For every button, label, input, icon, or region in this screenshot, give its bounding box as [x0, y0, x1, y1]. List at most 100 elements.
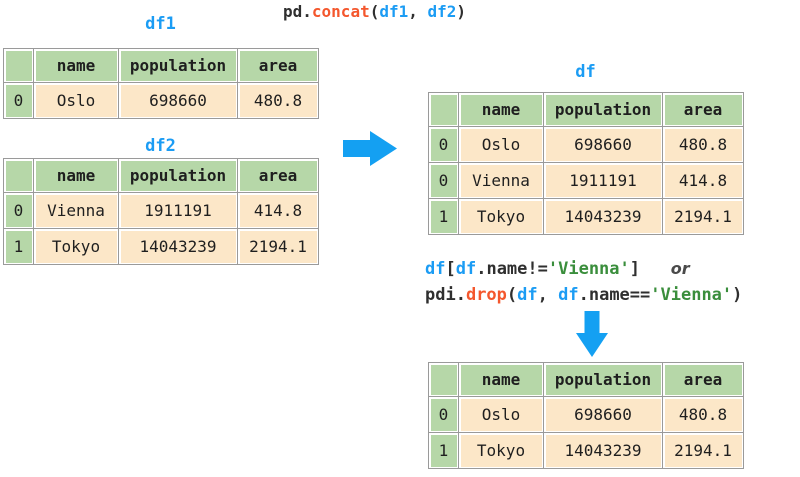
column-header: area: [662, 362, 744, 397]
value-cell: 1911191: [118, 192, 238, 229]
index-header: [3, 48, 34, 83]
index-header: [428, 92, 459, 127]
value-cell: Vienna: [33, 192, 119, 229]
code-token: [: [445, 259, 456, 279]
index-header: [428, 362, 459, 397]
code-token: df: [517, 285, 538, 305]
code-token: 'Vienna': [547, 259, 630, 279]
value-cell: Oslo: [33, 82, 119, 119]
value-cell: 14043239: [543, 432, 663, 469]
concat-right-arrow-icon: [343, 131, 397, 166]
code-token: df: [455, 259, 477, 279]
code-token: concat: [311, 2, 370, 21]
value-cell: 414.8: [237, 192, 319, 229]
drop-code-line2: pdi.drop(df, df.name=='Vienna'): [425, 282, 742, 308]
row-index-cell: 0: [428, 126, 459, 163]
column-header: name: [33, 48, 119, 83]
column-header: population: [543, 92, 663, 127]
code-token: .name==: [578, 285, 651, 305]
df1-label: df1: [145, 14, 176, 34]
row-index-cell: 1: [428, 432, 459, 469]
column-header: population: [118, 158, 238, 193]
or-label: or: [670, 259, 690, 278]
value-cell: 480.8: [662, 396, 744, 433]
row-index-cell: 0: [3, 82, 34, 119]
value-cell: 1911191: [543, 162, 663, 199]
code-token: ,: [408, 2, 428, 21]
row-index-cell: 0: [428, 396, 459, 433]
code-token: pd.: [283, 2, 312, 21]
df-label: df: [575, 62, 596, 82]
column-header: population: [543, 362, 663, 397]
column-header: name: [458, 362, 544, 397]
value-cell: Oslo: [458, 396, 544, 433]
df2-label: df2: [145, 136, 176, 156]
value-cell: 698660: [118, 82, 238, 119]
column-header: area: [662, 92, 744, 127]
row-index-cell: 0: [428, 162, 459, 199]
column-header: name: [458, 92, 544, 127]
code-token: ): [732, 285, 743, 305]
value-cell: 480.8: [662, 126, 744, 163]
code-token: .name!=: [476, 259, 548, 279]
code-token: drop: [465, 285, 507, 305]
code-token: df1: [379, 2, 409, 21]
value-cell: 14043239: [543, 198, 663, 235]
value-cell: Tokyo: [33, 228, 119, 265]
code-token: df2: [427, 2, 457, 21]
row-index-cell: 1: [3, 228, 34, 265]
code-token: ): [456, 2, 467, 21]
value-cell: 480.8: [237, 82, 319, 119]
index-header: [3, 158, 34, 193]
value-cell: 698660: [543, 126, 663, 163]
code-token: ,: [537, 285, 559, 305]
value-cell: Tokyo: [458, 432, 544, 469]
value-cell: 2194.1: [662, 432, 744, 469]
value-cell: 698660: [543, 396, 663, 433]
value-cell: Oslo: [458, 126, 544, 163]
down-arrow-shape: [576, 311, 608, 357]
column-header: area: [237, 158, 319, 193]
code-token: (: [506, 285, 518, 305]
row-index-cell: 1: [428, 198, 459, 235]
code-token: (: [369, 2, 380, 21]
value-cell: Vienna: [458, 162, 544, 199]
column-header: area: [237, 48, 319, 83]
code-token: 'Vienna': [650, 285, 733, 305]
value-cell: 14043239: [118, 228, 238, 265]
code-token: pdi.: [425, 285, 466, 305]
drop-down-arrow-icon: [576, 311, 608, 357]
code-token: [640, 259, 671, 279]
right-arrow-shape: [343, 131, 397, 166]
value-cell: 2194.1: [237, 228, 319, 265]
code-token: ]: [629, 259, 641, 279]
column-header: name: [33, 158, 119, 193]
value-cell: 414.8: [662, 162, 744, 199]
concat-code-title: pd.concat(df1, df2): [283, 2, 466, 22]
value-cell: Tokyo: [458, 198, 544, 235]
value-cell: 2194.1: [662, 198, 744, 235]
code-token: df: [558, 285, 579, 305]
code-token: df: [425, 259, 446, 279]
row-index-cell: 0: [3, 192, 34, 229]
column-header: population: [118, 48, 238, 83]
filter-code-line1: df[df.name!='Vienna'] or: [425, 256, 690, 282]
